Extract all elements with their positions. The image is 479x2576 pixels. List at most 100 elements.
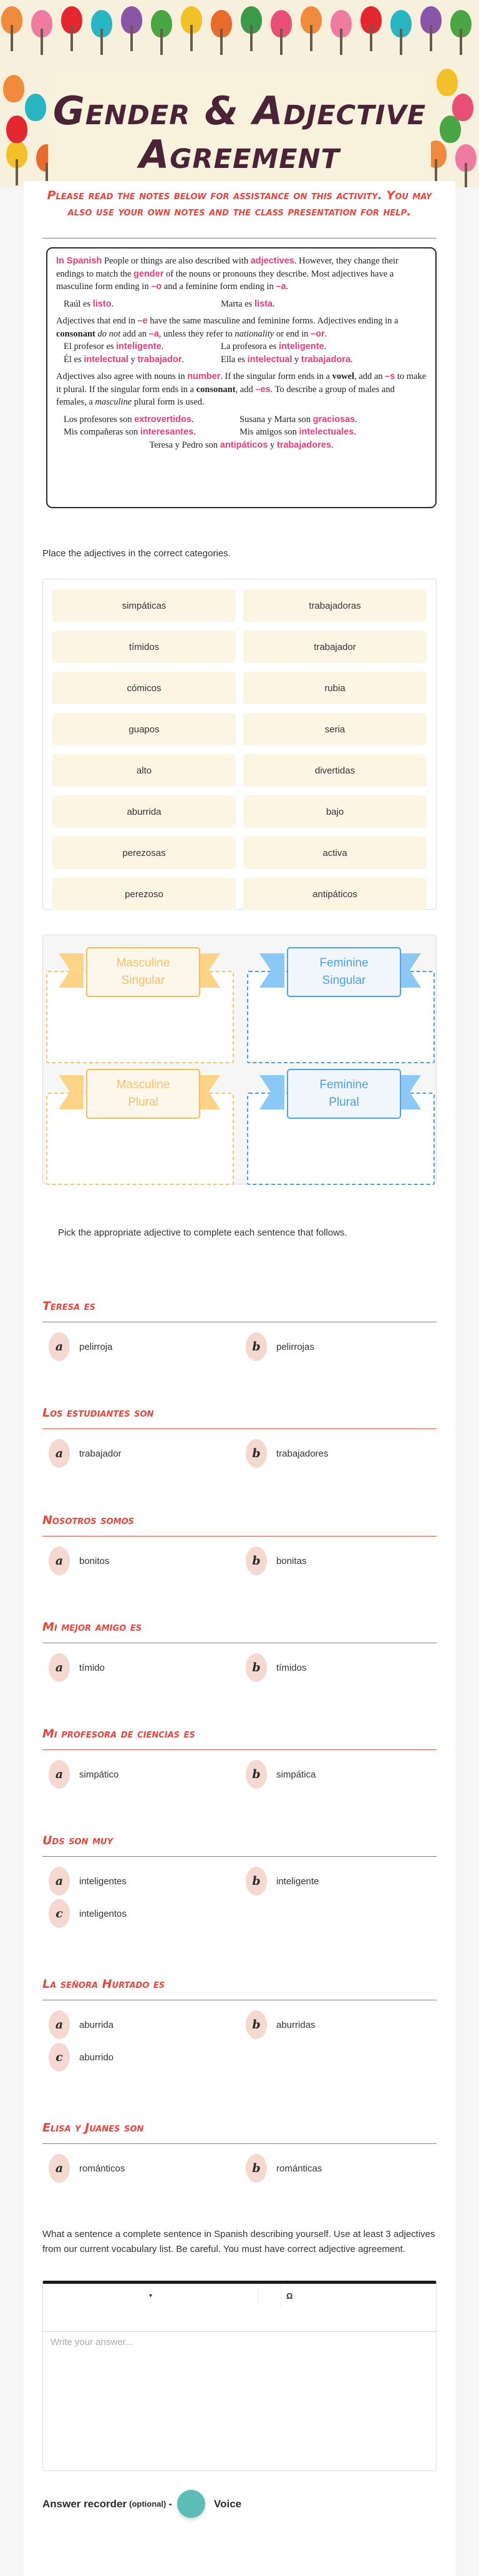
tree-decoration — [25, 94, 46, 121]
option-letter-badge: b — [246, 2154, 267, 2183]
draggable-word[interactable]: perezoso — [52, 878, 236, 910]
tree-decoration — [3, 75, 24, 102]
notes-example-3b: Mis compañeras son interesantes.Mis amig… — [64, 427, 356, 437]
recorder-dash: - — [168, 2497, 173, 2510]
answer-option-c[interactable]: c aburrido — [42, 2043, 240, 2072]
category-label-line-2: Plural — [128, 1096, 158, 1109]
title-box: Gender & Adjective Agreement — [48, 69, 431, 187]
draggable-word[interactable]: seria — [243, 713, 427, 745]
question-title: Teresa es — [42, 1299, 96, 1313]
page-title-line-2: Agreement — [139, 131, 340, 177]
answer-option-b[interactable]: b románticas — [240, 2154, 437, 2183]
option-letter-badge: b — [246, 1867, 267, 1895]
option-text: tímidos — [276, 1662, 307, 1673]
draggable-word[interactable]: bajo — [243, 795, 427, 828]
option-letter-badge: a — [49, 2154, 70, 2183]
draggable-word[interactable]: guapos — [52, 713, 236, 745]
option-letter-badge: c — [49, 2043, 70, 2072]
draggable-word[interactable]: alto — [52, 754, 236, 787]
header-banner: Gender & Adjective Agreement — [0, 0, 479, 187]
question-divider — [42, 1428, 437, 1429]
format-dropdown[interactable]: ▾ — [43, 2284, 258, 2308]
tree-trunk — [435, 159, 437, 185]
tree-trunk — [130, 25, 133, 51]
option-text: trabajadores — [276, 1448, 329, 1459]
draggable-word[interactable]: simpáticas — [52, 589, 236, 622]
option-letter-badge: a — [49, 1867, 70, 1895]
tree-trunk — [41, 29, 43, 55]
notes-example-1: Raúl es listo.Marta es lista. — [64, 298, 275, 309]
question-title: Elisa y Juanes son — [42, 2121, 144, 2135]
draggable-word[interactable]: perezosas — [52, 837, 236, 869]
answer-editor: ▾ Ω — [42, 2281, 437, 2471]
draggable-word[interactable]: trabajador — [243, 631, 427, 663]
answer-option-b[interactable]: b bonitas — [240, 1546, 437, 1575]
draggable-word[interactable]: antipáticos — [243, 878, 427, 910]
tree-trunk — [16, 159, 18, 185]
draggable-word[interactable]: trabajadoras — [243, 589, 427, 622]
editor-toolbar: ▾ Ω — [43, 2284, 436, 2332]
content-column — [24, 181, 455, 2576]
tree-trunk — [250, 25, 253, 51]
question-title: La señora Hurtado es — [42, 1977, 165, 1991]
answer-textarea[interactable] — [43, 2332, 436, 2469]
notes-example-2a: El profesor es inteligente.La profesora … — [64, 342, 327, 351]
option-text: aburrido — [79, 2052, 114, 2063]
category-label-line-2: Singular — [322, 974, 366, 987]
tree-trunk — [160, 29, 163, 55]
question-divider — [42, 1856, 437, 1857]
option-text: pelirroja — [79, 1341, 113, 1352]
record-voice-button[interactable] — [177, 2490, 206, 2518]
recorder-label: Answer recorder — [42, 2497, 127, 2510]
open-prompt: What a sentence a complete sentence in S… — [42, 2229, 435, 2254]
tree-trunk — [340, 29, 342, 55]
draggable-word[interactable]: aburrida — [52, 795, 236, 828]
option-text: románticas — [276, 2163, 322, 2174]
option-text: simpática — [276, 1769, 316, 1780]
option-letter-badge: b — [246, 2010, 267, 2039]
ribbon-left-icon — [259, 1075, 284, 1109]
ribbon-right-icon — [195, 1075, 220, 1109]
option-text: tímido — [79, 1662, 105, 1673]
option-text: bonitas — [276, 1555, 307, 1566]
category-label-line-1: Feminine — [319, 1078, 369, 1091]
grammar-notes: In Spanish People or things are also des… — [46, 247, 437, 508]
tree-trunk — [190, 25, 193, 51]
tree-trunk — [46, 163, 48, 187]
notes-paragraph-3: Adjectives also agree with nouns in numb… — [56, 371, 427, 407]
draggable-word[interactable]: tímidos — [52, 631, 236, 663]
draggable-word[interactable]: activa — [243, 837, 427, 869]
draggable-word[interactable]: cómicos — [52, 672, 236, 704]
draggable-word[interactable]: divertidas — [243, 754, 427, 787]
option-letter-badge: b — [246, 1546, 267, 1575]
tree-decoration — [440, 116, 461, 143]
draggable-word[interactable]: rubia — [243, 672, 427, 704]
tree-trunk — [430, 25, 432, 51]
special-characters-button[interactable]: Ω — [286, 2284, 293, 2308]
